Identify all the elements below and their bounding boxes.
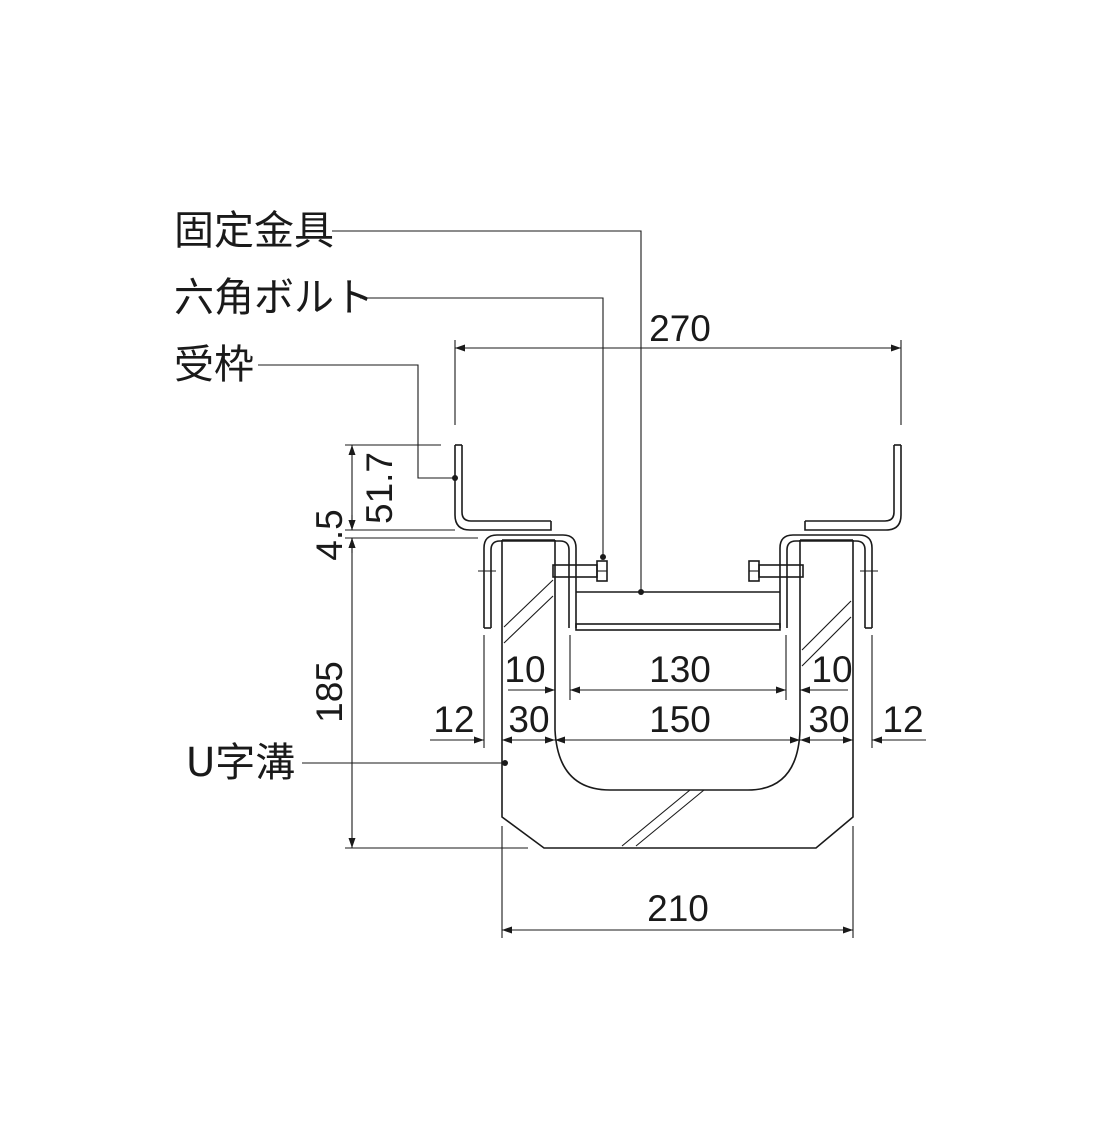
dim-channel-inner: 150	[649, 699, 711, 740]
label-hex-bolt: 六角ボルト	[174, 275, 374, 321]
fixing-brackets	[478, 534, 878, 631]
dim-bottom-width: 210	[647, 888, 709, 929]
label-u-channel: U字溝	[186, 740, 295, 786]
dim-bolt-offset-left: 10	[504, 649, 545, 690]
u-channel	[501, 539, 854, 849]
dim-bolt-offset-right: 10	[811, 649, 852, 690]
channel-inner-profile	[554, 540, 801, 791]
dim-flange-left: 12	[433, 699, 474, 740]
dimensions	[345, 340, 926, 938]
dim-flange-right: 12	[882, 699, 923, 740]
label-receiving-frame: 受枠	[174, 342, 254, 388]
leaders	[258, 230, 644, 766]
dim-inner-span: 130	[649, 649, 711, 690]
hex-bolts	[552, 560, 804, 582]
receiving-frame	[454, 444, 902, 531]
dim-frame-height: 51.7	[359, 452, 400, 524]
label-fixing-bracket: 固定金具	[174, 208, 334, 254]
dim-gap: 4.5	[309, 509, 350, 560]
dim-channel-height: 185	[309, 661, 350, 723]
channel-outline	[501, 540, 854, 849]
dim-top-width: 270	[649, 308, 711, 349]
dim-wall-left: 30	[508, 699, 549, 740]
dim-wall-right: 30	[808, 699, 849, 740]
